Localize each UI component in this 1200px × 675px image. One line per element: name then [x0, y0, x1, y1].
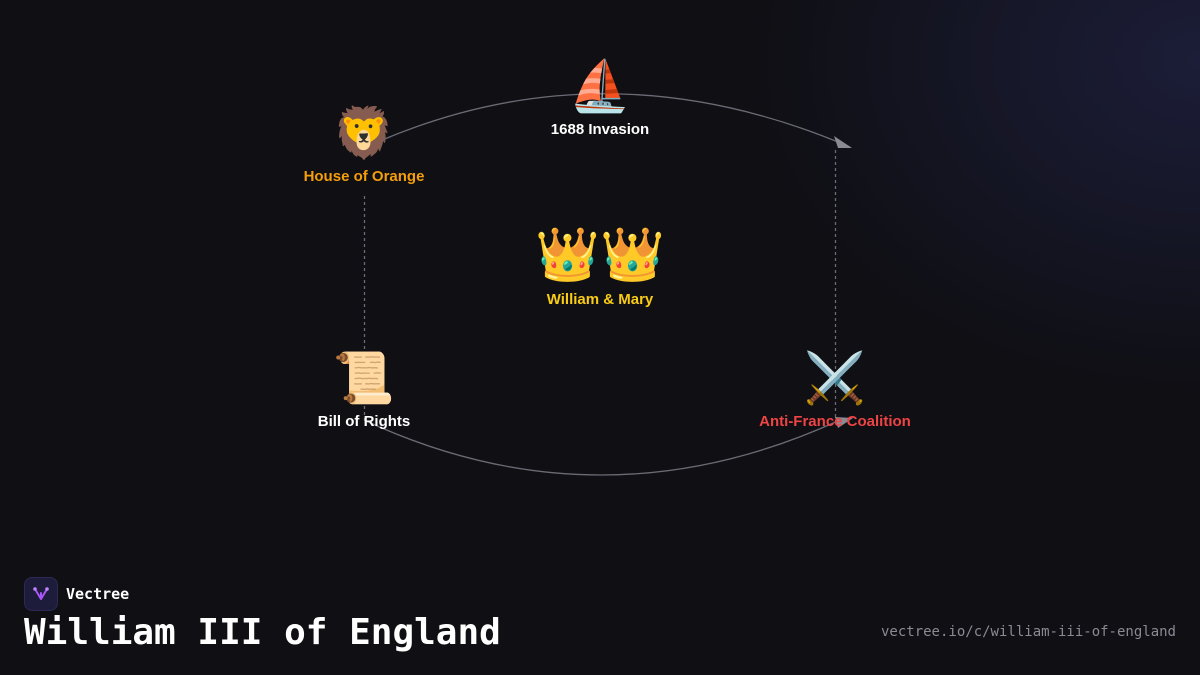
tree-logo-icon: [33, 587, 49, 600]
node-william-and-mary: 👑👑 William & Mary: [480, 226, 720, 308]
lion-icon: 🦁: [332, 104, 396, 162]
brand[interactable]: Vectree: [24, 577, 129, 611]
node-anti-france-coalition: ⚔️ Anti-France Coalition: [715, 350, 955, 430]
bottom-arc-connector: [363, 419, 841, 476]
vectree-logo-icon: [24, 577, 58, 611]
brand-name: Vectree: [66, 585, 130, 603]
page-title: William III of England: [24, 612, 501, 653]
node-house-of-orange: 🦁 House of Orange: [244, 105, 484, 185]
crossed-swords-icon: ⚔️: [803, 349, 867, 407]
page-url[interactable]: vectree.io/c/william-iii-of-england: [880, 624, 1176, 640]
crowns-icon: 👑👑: [535, 225, 665, 285]
node-1688-invasion: ⛵ 1688 Invasion: [480, 58, 720, 138]
node-label: William & Mary: [546, 291, 654, 308]
node-label: Anti-France Coalition: [759, 413, 911, 430]
top-arc-connector: [363, 93, 851, 149]
node-label: Bill of Rights: [317, 413, 411, 430]
node-label: 1688 Invasion: [550, 121, 650, 138]
node-label: House of Orange: [303, 168, 425, 185]
arrowhead-top-right: [834, 136, 852, 148]
node-bill-of-rights: 📜 Bill of Rights: [244, 350, 484, 430]
arrowhead-bottom-right: [835, 417, 853, 428]
scroll-icon: 📜: [332, 349, 396, 407]
sailboat-icon: ⛵: [568, 57, 632, 115]
